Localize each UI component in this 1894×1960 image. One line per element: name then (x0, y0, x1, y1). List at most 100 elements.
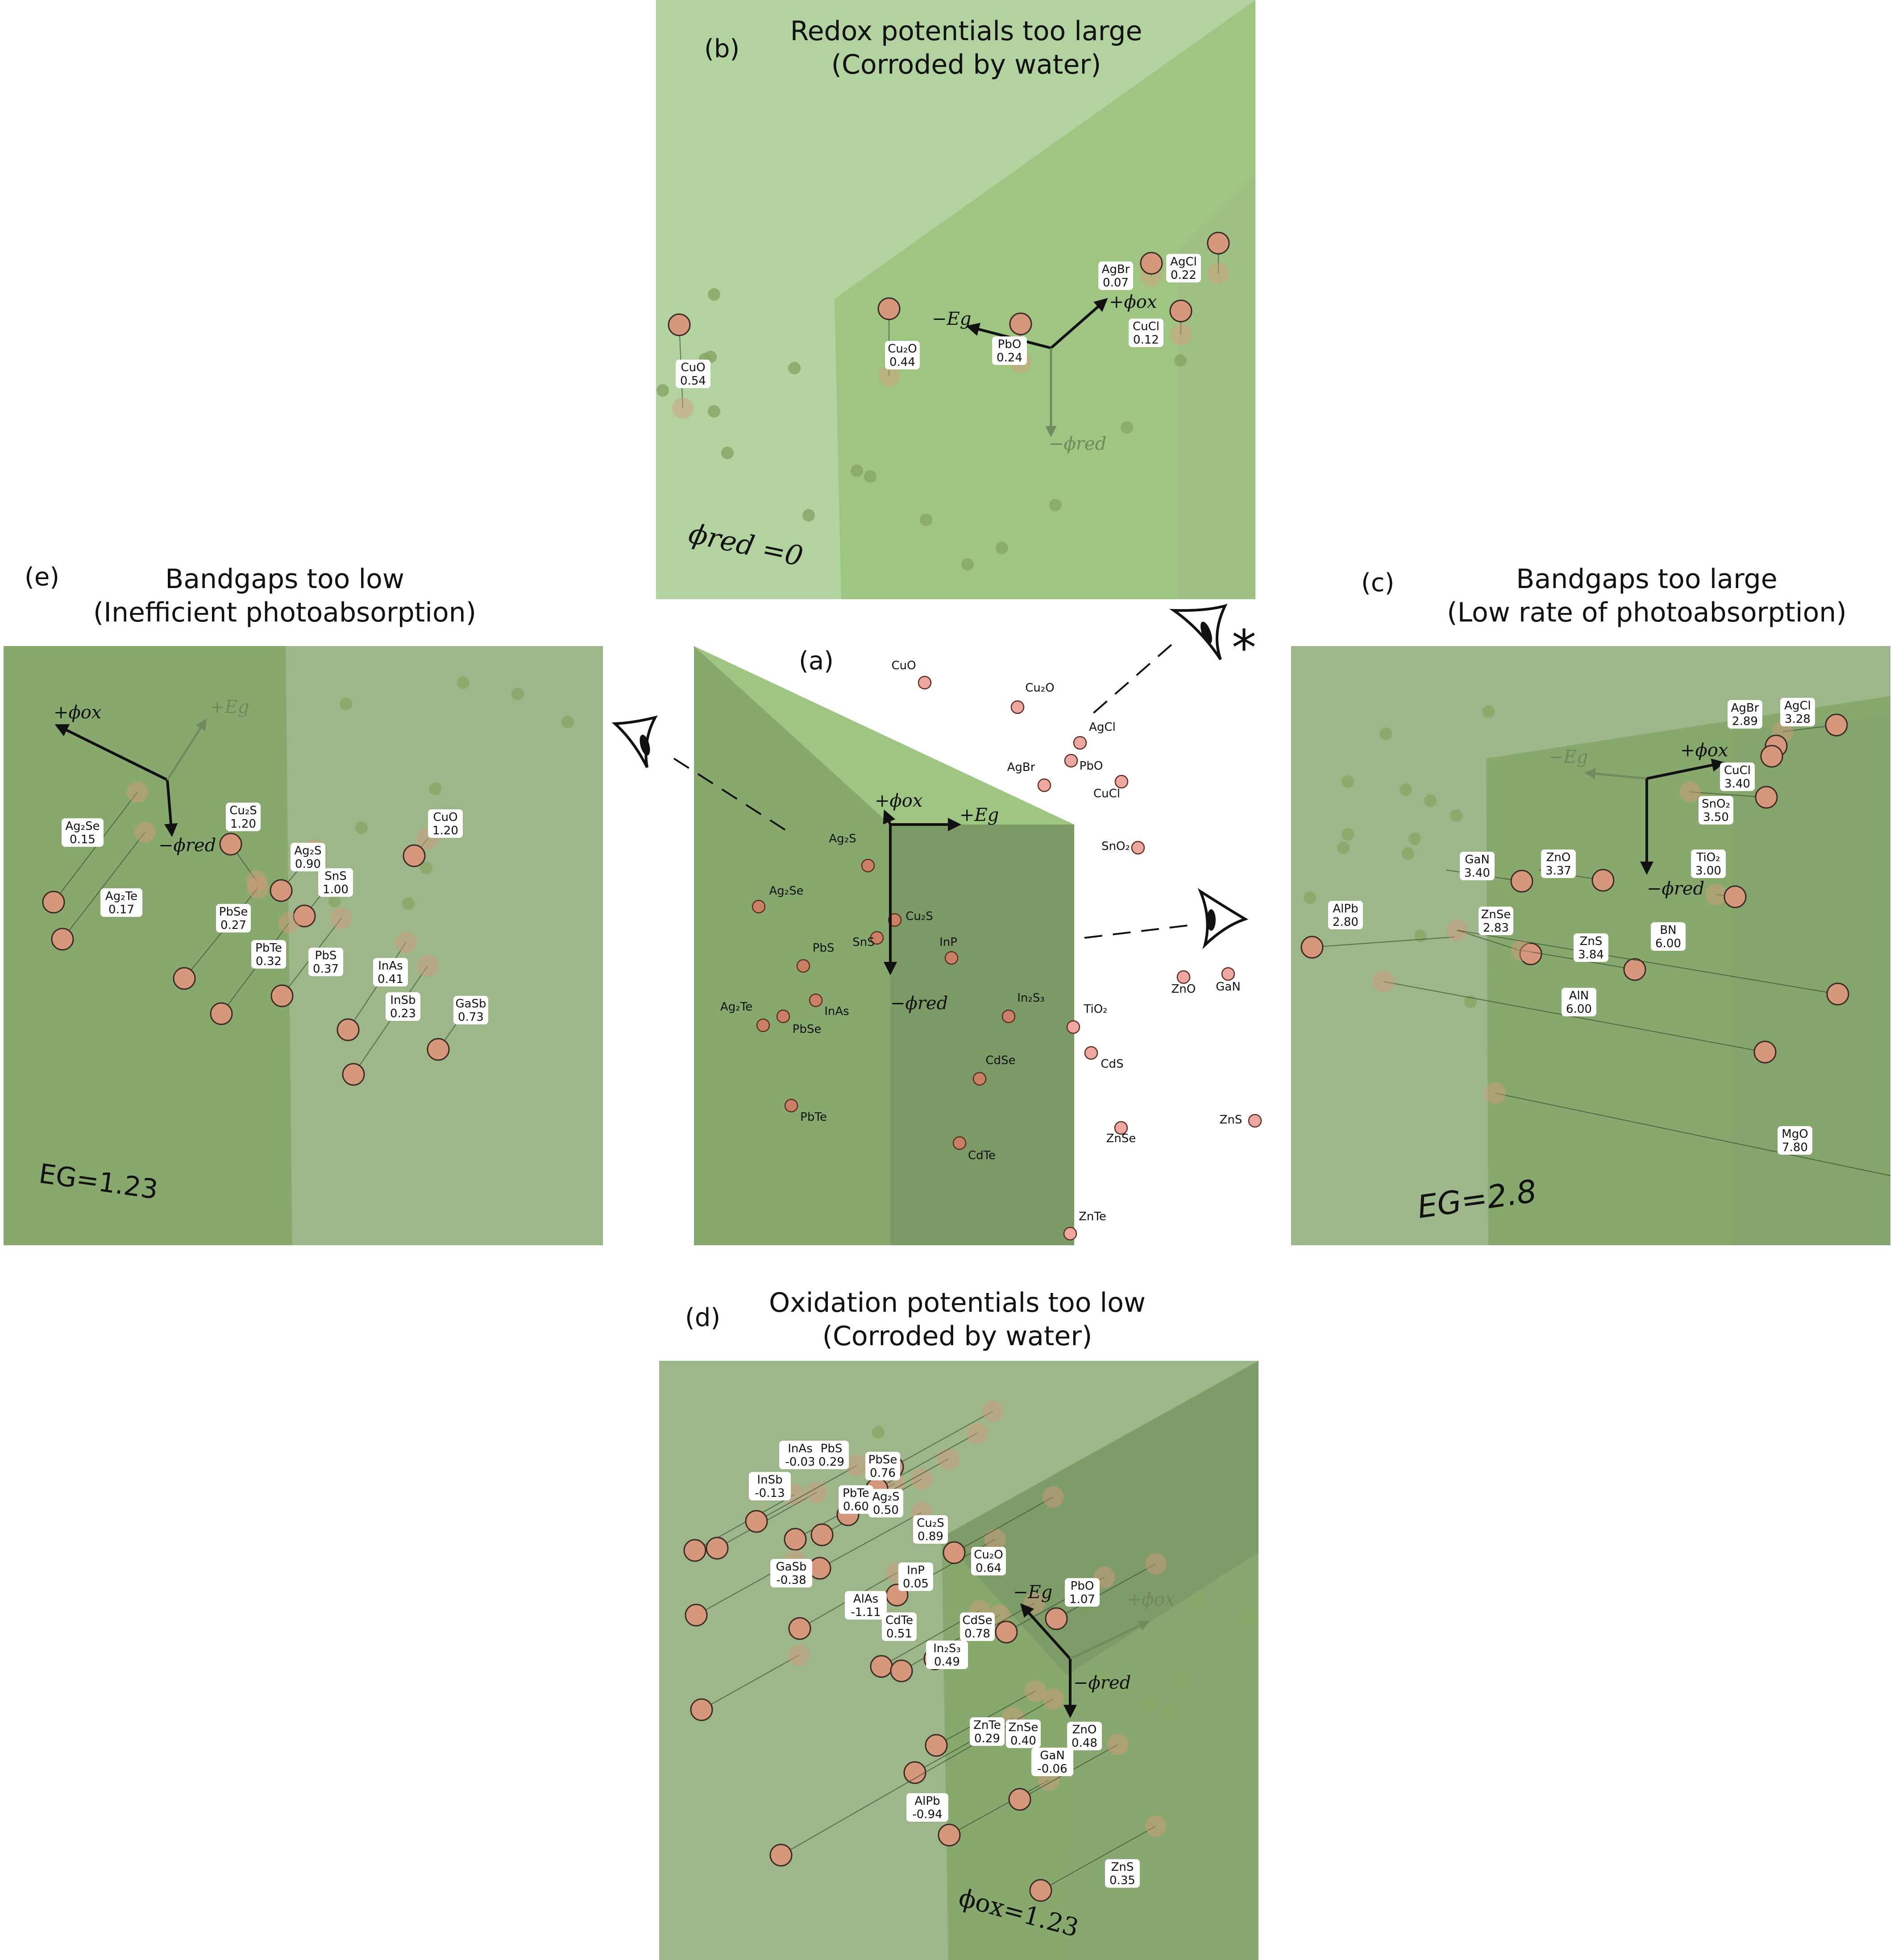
material-name: CuO (433, 811, 457, 824)
tag-box (1728, 700, 1762, 729)
material-point (1207, 232, 1230, 255)
ghost-point (1170, 324, 1192, 345)
tag-box (1780, 698, 1815, 726)
material-value: 0.32 (256, 955, 282, 968)
ghost-point (1107, 1734, 1129, 1755)
tag-box (970, 1717, 1005, 1746)
axis-label-e-g: −Eg (1013, 1582, 1052, 1603)
material-name: InAs (378, 959, 403, 973)
dim-point (996, 542, 1008, 554)
material-value: 0.12 (1133, 333, 1159, 347)
tag-box (1460, 852, 1495, 880)
material-value: 0.89 (918, 1530, 943, 1543)
material-point (788, 1617, 811, 1640)
material-point (1029, 1879, 1052, 1902)
panel-d-axes: −Eg +ϕox −ϕred (1013, 1582, 1175, 1718)
tag-box (913, 1515, 948, 1544)
dim-point (1176, 1675, 1189, 1687)
material-point (918, 675, 932, 690)
axis-label-phi-red: −ϕred (158, 835, 216, 856)
material-value: 2.80 (1333, 916, 1358, 929)
material-point (1131, 841, 1145, 855)
material-name: InSb (390, 994, 415, 1007)
panel-a-axes: +ϕox +Eg −ϕred (875, 791, 999, 1014)
tag-box (839, 1485, 873, 1514)
dim-point (1450, 809, 1462, 822)
material-point (972, 1072, 987, 1086)
material-value: 0.17 (108, 903, 134, 916)
material-label: ZnS (1220, 1113, 1242, 1127)
tag-box (1166, 254, 1201, 282)
dim-point (1192, 1593, 1205, 1606)
material-value: 0.64 (976, 1562, 1001, 1575)
material-point (1140, 252, 1163, 275)
panel-d-title-line2: (Corroded by water) (822, 1321, 1092, 1352)
tag-box (308, 948, 343, 976)
material-label: ZnSe (1106, 1132, 1136, 1145)
dim-point (1424, 795, 1437, 807)
axis-label-phi-red: −ϕred (1647, 878, 1704, 899)
dim-point (864, 470, 876, 483)
panel-b-plane-right (835, 0, 1255, 599)
material-name: PbSe (219, 905, 248, 919)
projection-stem (954, 1496, 1054, 1553)
tag-box (1129, 319, 1163, 347)
material-name: SnS (324, 870, 347, 883)
material-name: InAs (788, 1442, 812, 1455)
panel-a-label: (a) (799, 646, 834, 675)
material-label: ZnO (1171, 982, 1196, 996)
ghost-point (911, 1468, 932, 1490)
material-tag: AlAs-1.11 (845, 1591, 887, 1620)
tag-box (251, 940, 286, 969)
material-point (877, 297, 901, 320)
material-label: SnO₂ (1101, 840, 1130, 853)
ghost-point (331, 907, 352, 929)
material-name: PbO (998, 338, 1022, 351)
ghost-point (938, 1448, 959, 1470)
material-point (342, 1063, 365, 1086)
tag-box (1541, 849, 1576, 878)
material-value: 0.24 (997, 351, 1022, 365)
dim-point (340, 698, 352, 710)
material-point (870, 1655, 893, 1678)
material-point (1009, 312, 1032, 336)
tag-box (1778, 1126, 1812, 1155)
material-name: AlAs (853, 1592, 878, 1606)
material-value: 0.73 (458, 1011, 484, 1024)
material-value: 0.41 (378, 973, 403, 986)
ghost-point (134, 821, 156, 843)
axis-label-e-g: −Eg (1549, 747, 1588, 767)
panel-c-label: (c) (1361, 568, 1394, 597)
material-point (1755, 786, 1778, 809)
panel-d-title-line1: Oxidation potentials too low (769, 1287, 1146, 1318)
tag-box (1065, 1578, 1100, 1607)
material-name: CdSe (962, 1614, 992, 1627)
dim-point (1342, 775, 1354, 788)
material-point (903, 1761, 926, 1784)
dim-point (872, 1426, 885, 1438)
material-name: PbTe (843, 1487, 869, 1500)
material-name: AgBr (1102, 263, 1130, 276)
material-value: 0.35 (1109, 1874, 1135, 1887)
dim-point (1414, 930, 1427, 942)
material-point (809, 993, 823, 1007)
material-label: TiO₂ (1083, 1003, 1107, 1016)
panel-e-title-line2: (Inefficient photoabsorption) (93, 597, 476, 628)
material-point (1510, 870, 1533, 893)
ghost-point (395, 932, 417, 953)
